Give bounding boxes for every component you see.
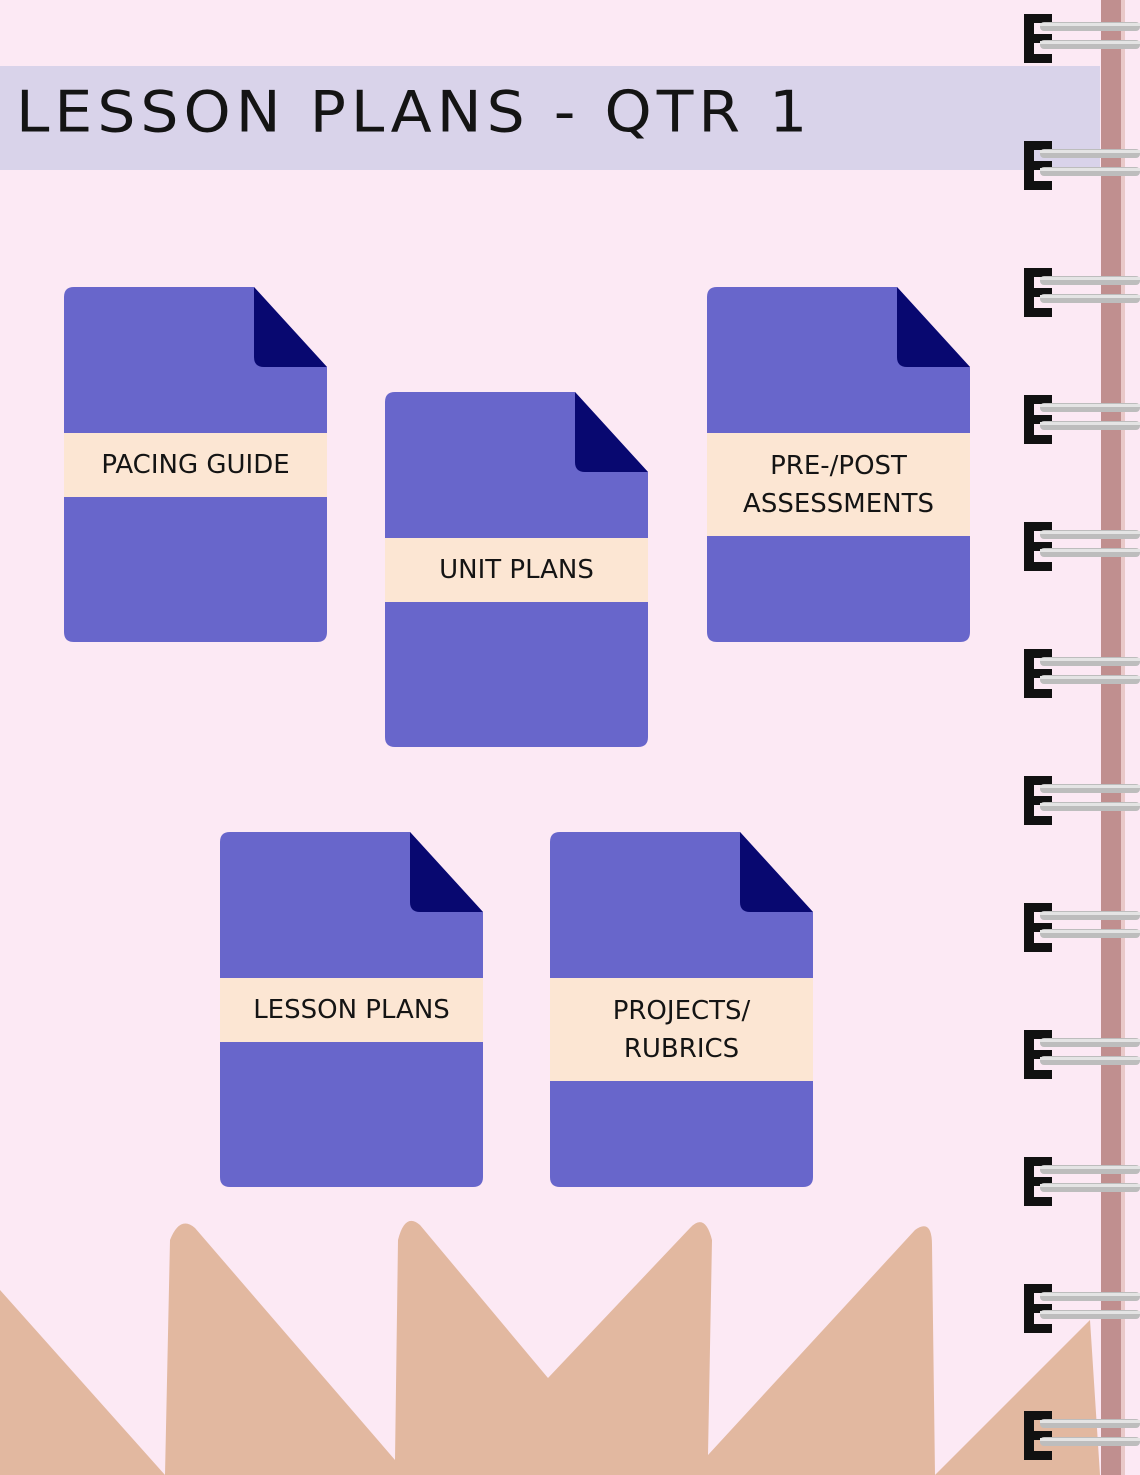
binding-ring [1024,268,1140,317]
folder-pre-post-assessments[interactable]: PRE-/POST ASSESSMENTS [707,287,970,642]
binding-ring [1024,776,1140,825]
binding-ring [1024,1284,1140,1333]
binding-ring [1024,903,1140,952]
folder-pacing-guide[interactable]: PACING GUIDE [64,287,327,642]
binding-ring [1024,395,1140,444]
folder-unit-plans[interactable]: UNIT PLANS [385,392,648,747]
binding-ring [1024,14,1140,63]
binding-ring [1024,141,1140,190]
folder-label: LESSON PLANS [220,978,483,1042]
page-title: LESSON PLANS - QTR 1 [16,79,813,146]
folder-projects-rubrics[interactable]: PROJECTS/ RUBRICS [550,832,813,1187]
title-band [0,66,1100,170]
binding-ring [1024,522,1140,571]
folder-label: UNIT PLANS [385,538,648,602]
binding-ring [1024,649,1140,698]
binding-ring [1024,1030,1140,1079]
binding-ring [1024,1411,1140,1460]
folder-label: PACING GUIDE [64,433,327,497]
binding-ring [1024,1157,1140,1206]
folder-lesson-plans[interactable]: LESSON PLANS [220,832,483,1187]
folder-label: PROJECTS/ RUBRICS [550,978,813,1081]
folder-label: PRE-/POST ASSESSMENTS [707,433,970,536]
